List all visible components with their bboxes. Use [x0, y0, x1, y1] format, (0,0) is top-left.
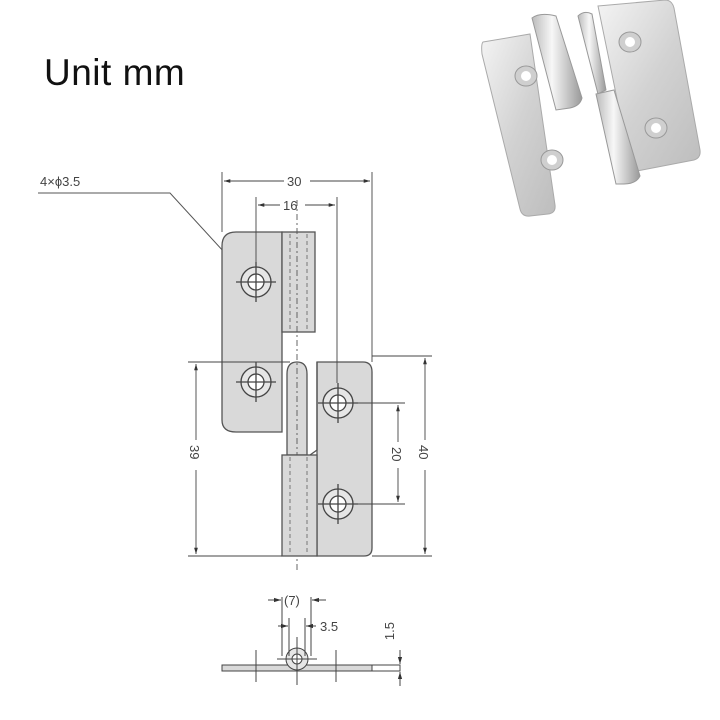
svg-text:39: 39: [187, 445, 202, 459]
side-section-view: (7) 3.5 1.5: [221, 593, 403, 686]
unit-label: Unit mm: [44, 52, 186, 93]
svg-text:1.5: 1.5: [382, 622, 397, 640]
svg-text:30: 30: [287, 174, 301, 189]
product-photo: [481, 0, 701, 217]
svg-text:3.5: 3.5: [320, 619, 338, 634]
hole-callout: 4×ϕ3.5: [38, 174, 247, 277]
svg-text:16: 16: [283, 198, 297, 213]
dim-hole-spacing: 20: [358, 402, 405, 505]
hinge-pin: [286, 361, 308, 456]
dim-leaf-height: 39: [187, 361, 290, 557]
svg-text:(7): (7): [284, 593, 300, 608]
mounting-holes: [236, 262, 358, 524]
hole-callout-text: 4×ϕ3.5: [40, 174, 80, 189]
dim-hole-to-pin: 16: [255, 197, 338, 383]
dim-overall-height: 40: [372, 355, 432, 557]
svg-text:40: 40: [416, 445, 431, 459]
dim-overall-width: 30: [221, 172, 373, 362]
svg-text:20: 20: [389, 447, 404, 461]
